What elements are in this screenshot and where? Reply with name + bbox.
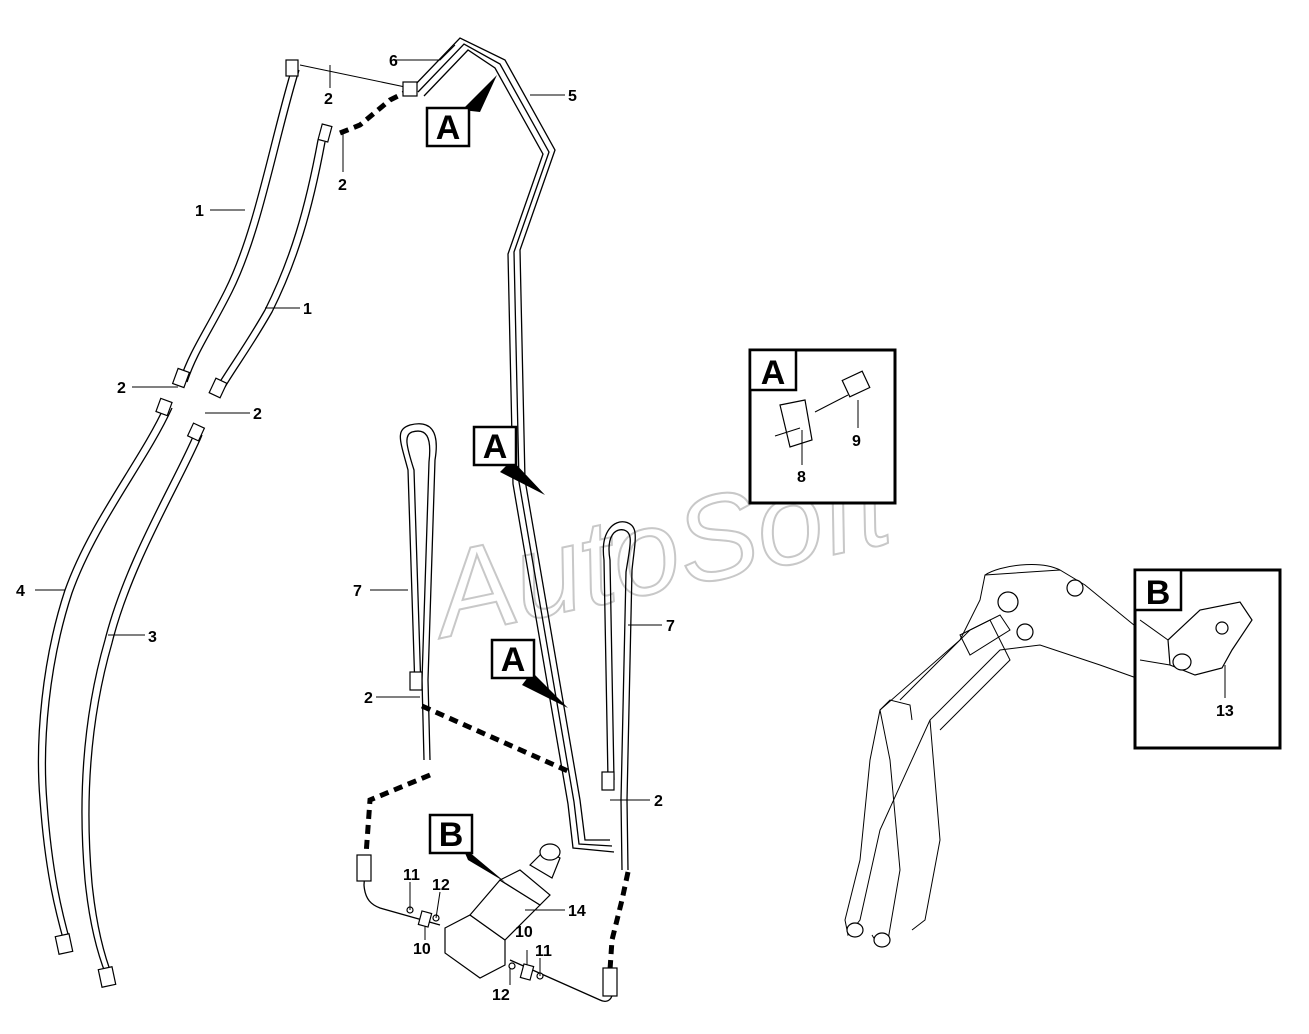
right-dashed-link: [607, 871, 631, 971]
hose-3: [81, 431, 203, 988]
fitting-lower-left: [356, 854, 372, 882]
callout-14: 14: [568, 903, 586, 920]
detail-box-a: A: [748, 348, 897, 505]
left-dashed-link: [363, 772, 431, 856]
bolt-head-9: [841, 370, 871, 398]
callout-numbers: 4 3 1 1 2 2 2 2 6 5 7 7 2 2 8 9 13 14 11…: [16, 53, 1234, 1004]
callout-11-left: 11: [403, 867, 420, 884]
detail-box-b: B: [1133, 568, 1282, 750]
svg-text:A: A: [501, 641, 526, 679]
plate-8: [779, 399, 813, 448]
callout-6: 6: [389, 53, 398, 70]
callout-7-left: 7: [353, 583, 362, 600]
callout-2-mid-a: 2: [117, 380, 126, 397]
union-left: [406, 906, 440, 928]
lower-dashed-link: [420, 703, 572, 775]
callout-2-lower-right: 2: [654, 793, 663, 810]
hose-1-outer: [155, 59, 300, 417]
callout-12-left: 12: [432, 877, 450, 894]
callout-2-mid-b: 2: [253, 406, 262, 423]
top-link-line: [299, 64, 411, 89]
view-tag-a-mid: A: [472, 425, 545, 495]
svg-text:A: A: [483, 428, 508, 466]
callout-4: 4: [16, 583, 25, 600]
callout-3: 3: [148, 629, 157, 646]
view-tag-a-top: A: [425, 75, 497, 148]
callout-2-top-a: 2: [324, 91, 333, 108]
callout-5: 5: [568, 88, 577, 105]
hose-7-left: [399, 423, 437, 761]
view-tag-a-lower: A: [490, 638, 568, 708]
detail-a-tag-label: A: [761, 354, 786, 392]
callout-10-left: 10: [413, 941, 431, 958]
hose-1-inner: [186, 123, 333, 442]
callout-9: 9: [852, 433, 861, 450]
detail-b-tag-label: B: [1146, 574, 1171, 612]
svg-text:B: B: [439, 816, 464, 854]
svg-text:A: A: [436, 109, 461, 147]
callout-11-right: 11: [535, 943, 552, 960]
fitting-lower-right: [602, 967, 618, 997]
hose-4: [37, 404, 173, 955]
cylinder-14: [444, 843, 561, 979]
callout-8: 8: [797, 469, 806, 486]
callout-2-lower-left: 2: [364, 690, 373, 707]
callout-13: 13: [1216, 703, 1234, 720]
callout-1-inner: 1: [303, 301, 312, 318]
pipe-5: [402, 37, 615, 853]
hose-7-right: [601, 521, 636, 871]
leader-lines: [35, 44, 1226, 985]
callout-7-right: 7: [666, 618, 675, 635]
union-right: [508, 962, 544, 981]
view-tag-b-cylinder: B: [428, 813, 505, 882]
callout-1-outer: 1: [195, 203, 204, 220]
hose-lower-left: [363, 854, 441, 926]
callout-10-right: 10: [515, 924, 533, 941]
top-dashed-link: [339, 87, 412, 136]
callout-2-top-b: 2: [338, 177, 347, 194]
callout-12-right: 12: [492, 987, 510, 1004]
bolt-shank-9: [814, 394, 849, 413]
